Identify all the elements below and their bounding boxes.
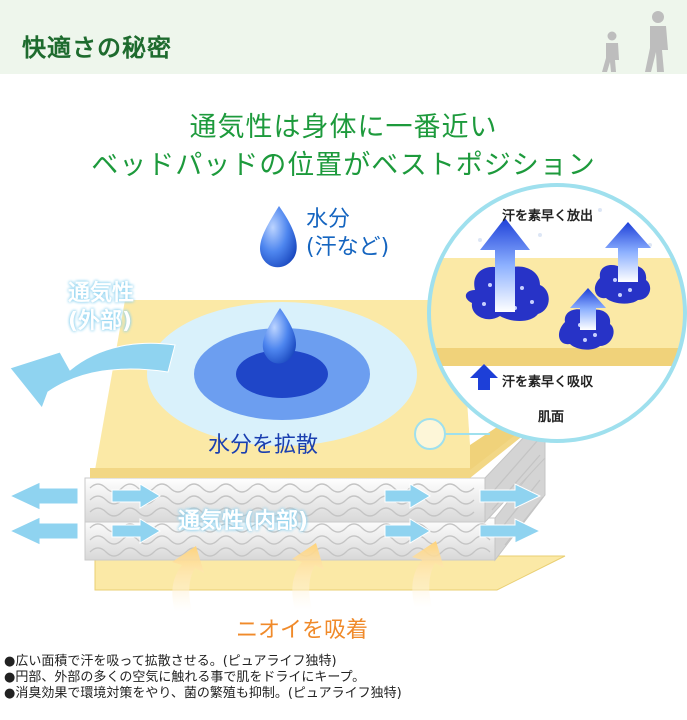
headline-line-2: ベッドパッドの位置がベストポジション — [91, 150, 596, 181]
inner-air-arrows — [8, 481, 542, 546]
odor-arrows — [172, 541, 444, 612]
outer-air-arrow — [9, 342, 176, 409]
note-item: ●円部、外部の多くの空気に触れる事で肌をドライにキープ。 — [4, 670, 366, 685]
moisture-label: 水分 (汗など) — [306, 206, 389, 262]
odor-label: ニオイを吸着 — [236, 618, 369, 643]
moisture-spread-rings — [147, 302, 417, 446]
note-item: ●消臭効果で環境対策をやり、菌の繁殖も抑制。(ピュアライフ独特) — [4, 686, 402, 701]
drop-on-pad-icon — [262, 308, 296, 364]
spread-label: 水分を拡散 — [208, 433, 319, 458]
absorb-label: 汗を素早く吸収 — [502, 375, 594, 390]
falling-drop-icon — [260, 206, 297, 268]
release-label: 汗を素早く放出 — [502, 209, 594, 224]
outer-ventilation-line-1: 通気性 — [68, 281, 135, 306]
note-item: ●広い面積で汗を吸って拡散させる。(ピュアライフ独特) — [4, 654, 337, 669]
header-bar: 快適さの秘密 — [0, 0, 687, 74]
section-title: 快適さの秘密 — [22, 34, 172, 62]
walking-people-icon — [602, 11, 668, 72]
outer-ventilation-line-2: (外部) — [68, 309, 133, 334]
moisture-label-line-1: 水分 — [306, 207, 351, 232]
notes-list: ●広い面積で汗を吸って拡散させる。(ピュアライフ独特) ●円部、外部の多くの空気… — [4, 654, 402, 702]
headline-line-1: 通気性は身体に一番近い — [189, 112, 498, 143]
outer-ventilation-label: 通気性 (外部) — [68, 280, 134, 336]
inner-ventilation-label: 通気性(内部) — [178, 509, 309, 534]
magnifier-connector — [414, 418, 490, 450]
moisture-label-line-2: (汗など) — [306, 235, 390, 260]
skin-label: 肌面 — [538, 410, 565, 425]
